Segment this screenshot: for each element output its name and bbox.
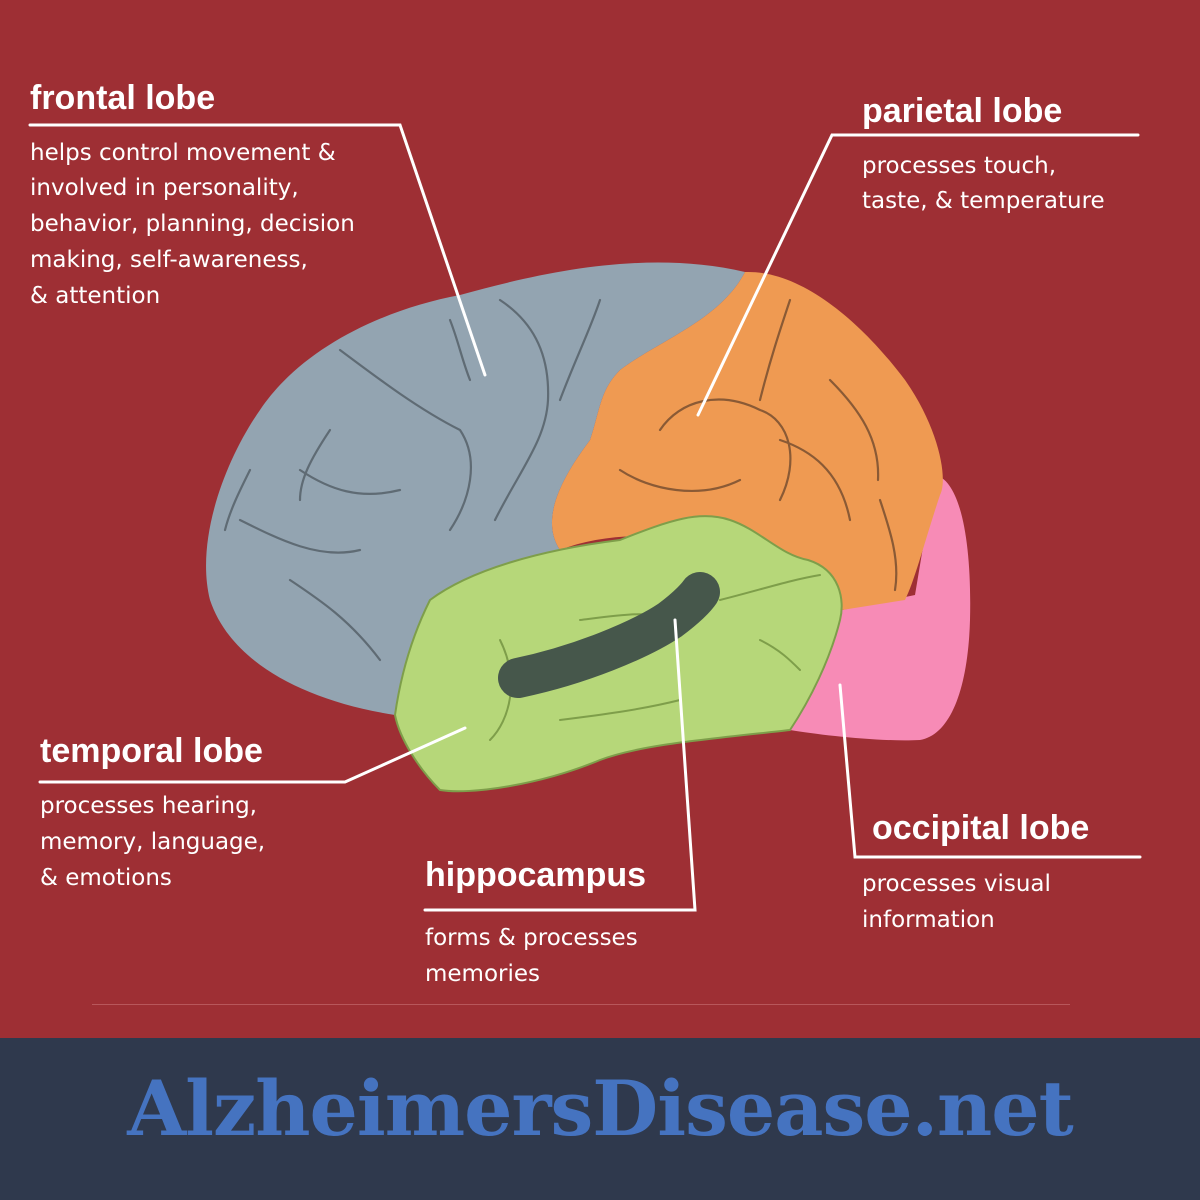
occipital-desc-line: processes visual	[862, 871, 1051, 897]
parietal-sulci	[618, 298, 898, 592]
frontal-desc-line: behavior, planning, decision	[30, 211, 355, 237]
footer-bar	[0, 1038, 1200, 1200]
frontal-lobe-region	[206, 262, 746, 715]
temporal-desc-line: & emotions	[40, 865, 172, 891]
parietal-lobe-region	[551, 271, 943, 610]
occipital-lobe-title: occipital lobe	[872, 809, 1089, 847]
frontal-desc-line: helps control movement &	[30, 140, 336, 166]
parietal-leader-line	[696, 133, 1140, 417]
frontal-desc-line: involved in personality,	[30, 175, 299, 201]
temporal-leader-line	[38, 726, 467, 784]
divider	[92, 1004, 1070, 1005]
parietal-desc-line: taste, & temperature	[862, 188, 1105, 214]
frontal-lobe-description: helps control movement & involved in per…	[30, 140, 355, 309]
parietal-lobe-title: parietal lobe	[862, 92, 1062, 130]
temporal-desc-line: memory, language,	[40, 829, 265, 855]
occipital-desc-line: information	[862, 907, 995, 933]
occipital-leader-line	[838, 683, 1142, 859]
frontal-leader-line	[28, 123, 487, 377]
temporal-sulci	[489, 574, 821, 741]
frontal-sulci	[223, 298, 602, 662]
hippocampus-description: forms & processes memories	[425, 925, 638, 987]
hippocampus-leader-line	[423, 618, 697, 912]
occipital-lobe-description: processes visual information	[862, 871, 1051, 933]
hippocampus-region	[498, 572, 720, 698]
temporal-lobe-description: processes hearing, memory, language, & e…	[40, 793, 265, 891]
hippocampus-desc-line: forms & processes	[425, 925, 638, 951]
parietal-lobe-description: processes touch, taste, & temperature	[862, 153, 1105, 214]
temporal-desc-line: processes hearing,	[40, 793, 257, 819]
temporal-lobe-title: temporal lobe	[40, 732, 263, 770]
frontal-desc-line: & attention	[30, 283, 160, 309]
hippocampus-title: hippocampus	[425, 856, 646, 894]
site-brand-wordmark[interactable]: AlzheimersDisease.net	[127, 1064, 1074, 1153]
frontal-desc-line: making, self-awareness,	[30, 247, 308, 273]
brain-diagram: frontal lobe helps control movement & in…	[28, 79, 1142, 987]
frontal-lobe-title: frontal lobe	[30, 79, 215, 117]
parietal-desc-line: processes touch,	[862, 153, 1056, 179]
leader-lines	[28, 123, 1142, 912]
hippocampus-desc-line: memories	[425, 961, 540, 987]
